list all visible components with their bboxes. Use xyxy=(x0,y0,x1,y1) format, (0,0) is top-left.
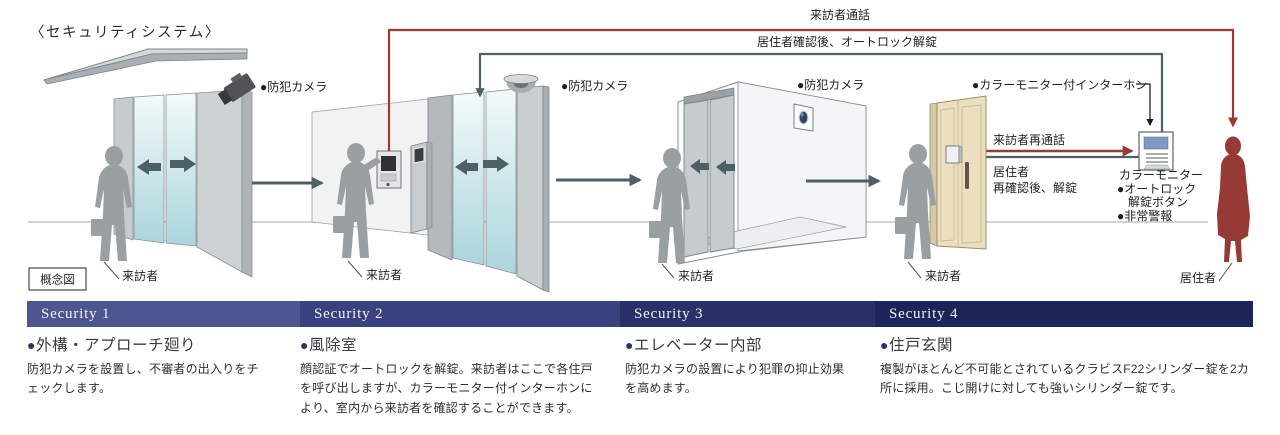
security1-section: ●外構・アプローチ廻り 防犯カメラを設置し、不審者の出入りをチェックします。 xyxy=(27,333,263,399)
visitor1-label: 来訪者 xyxy=(122,268,158,283)
dwelling-door-illustration xyxy=(929,95,987,250)
security1-body: 防犯カメラを設置し、不審者の出入りをチェックします。 xyxy=(27,362,259,396)
bullet-icon: ● xyxy=(27,339,36,354)
intercom-pointer-line xyxy=(1136,83,1154,127)
resident-confirm-label-1: 居住者 xyxy=(993,165,1029,179)
autolock-button-label-1: ●オートロック xyxy=(1117,182,1196,196)
security2-section: ●風除室 顔認証でオートロックを解錠。来訪者はここで各住戸を呼び出しますが、カラ… xyxy=(300,333,598,418)
security3-section: ●エレベーター内部 防犯カメラの設置により犯罪の抑止効果を高めます。 xyxy=(625,333,851,399)
security-header-bar: Security 1 Security 2 Security 3 Securit… xyxy=(27,301,1253,327)
camera3-label: ●防犯カメラ xyxy=(797,77,864,92)
concept-diagram-label: 概念図 xyxy=(40,273,75,287)
label-ticks xyxy=(103,260,1233,282)
security4-body: 複製がほとんど不可能とされているクラビスF22シリンダー錠を2カ所に採用。こじ開… xyxy=(880,362,1250,396)
visitor-call-label: 来訪者通話 xyxy=(810,7,870,22)
windbreak-door-arrows xyxy=(455,156,509,175)
security4-header: Security 4 xyxy=(875,301,1253,327)
entrance-intercom-panel xyxy=(376,150,402,189)
visitor-figure-2 xyxy=(333,143,381,258)
security2-heading: ●風除室 xyxy=(300,337,357,354)
camera1-label: ●防犯カメラ xyxy=(260,79,327,94)
door-slide-right-arrow xyxy=(170,156,196,172)
entrance-illustration xyxy=(43,48,253,278)
concept-diagram-badge: 概念図 xyxy=(28,267,87,291)
visitor3-label: 来訪者 xyxy=(678,268,714,283)
elevator-door-arrows xyxy=(690,159,735,175)
door-intercom-unit xyxy=(945,145,963,164)
autolock-button-label-2: 解錠ボタン xyxy=(1128,194,1188,209)
dome-camera-icon xyxy=(503,74,539,93)
resident-figure xyxy=(1217,136,1250,262)
security4-heading: ●住戸玄関 xyxy=(880,337,953,354)
security4-section: ●住戸玄関 複製がほとんど不可能とされているクラビスF22シリンダー錠を2カ所に… xyxy=(880,333,1254,399)
elevator-illustration xyxy=(677,81,867,265)
autolock-release-line xyxy=(475,52,1164,162)
emergency-alarm-label: ●非常警報 xyxy=(1117,208,1172,223)
security3-header: Security 3 xyxy=(620,301,875,327)
door-slide-left-arrow xyxy=(137,159,161,175)
color-monitor-intercom-label: ●カラーモニター付インターホン xyxy=(972,78,1147,92)
security2-header: Security 2 xyxy=(300,301,620,327)
security3-heading: ●エレベーター内部 xyxy=(625,337,762,354)
visitor2-label: 来訪者 xyxy=(366,267,402,282)
security2-body: 顔認証でオートロックを解錠。来訪者はここで各住戸を呼び出しますが、カラーモニター… xyxy=(300,362,593,415)
door-handle xyxy=(965,162,969,189)
bullet-icon: ● xyxy=(300,339,309,354)
security1-header: Security 1 xyxy=(27,301,300,327)
color-monitor-label: カラーモニター xyxy=(1119,168,1203,182)
visitor4-label: 来訪者 xyxy=(925,268,961,283)
resident-confirm-label-2: 再確認後、解錠 xyxy=(993,180,1077,195)
diagram-title: 〈セキュリティシステム〉 xyxy=(30,24,221,41)
elevator-camera-icon xyxy=(793,103,814,132)
visitor-call-line xyxy=(387,28,1239,151)
unlock-after-confirm-label: 居住者確認後、オートロック解錠 xyxy=(757,34,937,49)
security-camera-icon xyxy=(217,72,256,106)
color-monitor-intercom xyxy=(1138,131,1174,171)
bullet-icon: ● xyxy=(625,339,634,354)
visitor-recall-label: 来訪者再通話 xyxy=(993,132,1065,147)
security3-body: 防犯カメラの設置により犯罪の抑止効果を高めます。 xyxy=(625,362,845,396)
camera2-label: ●防犯カメラ xyxy=(561,78,628,93)
security1-heading: ●外構・アプローチ廻り xyxy=(27,337,196,354)
resident-label: 居住者 xyxy=(1180,271,1216,285)
bullet-icon: ● xyxy=(880,339,889,354)
diagram-canvas: 〈セキュリティシステム〉 ●防犯カメラ ●防犯カメラ ●防犯カメラ 来訪者通話 … xyxy=(28,7,1250,293)
